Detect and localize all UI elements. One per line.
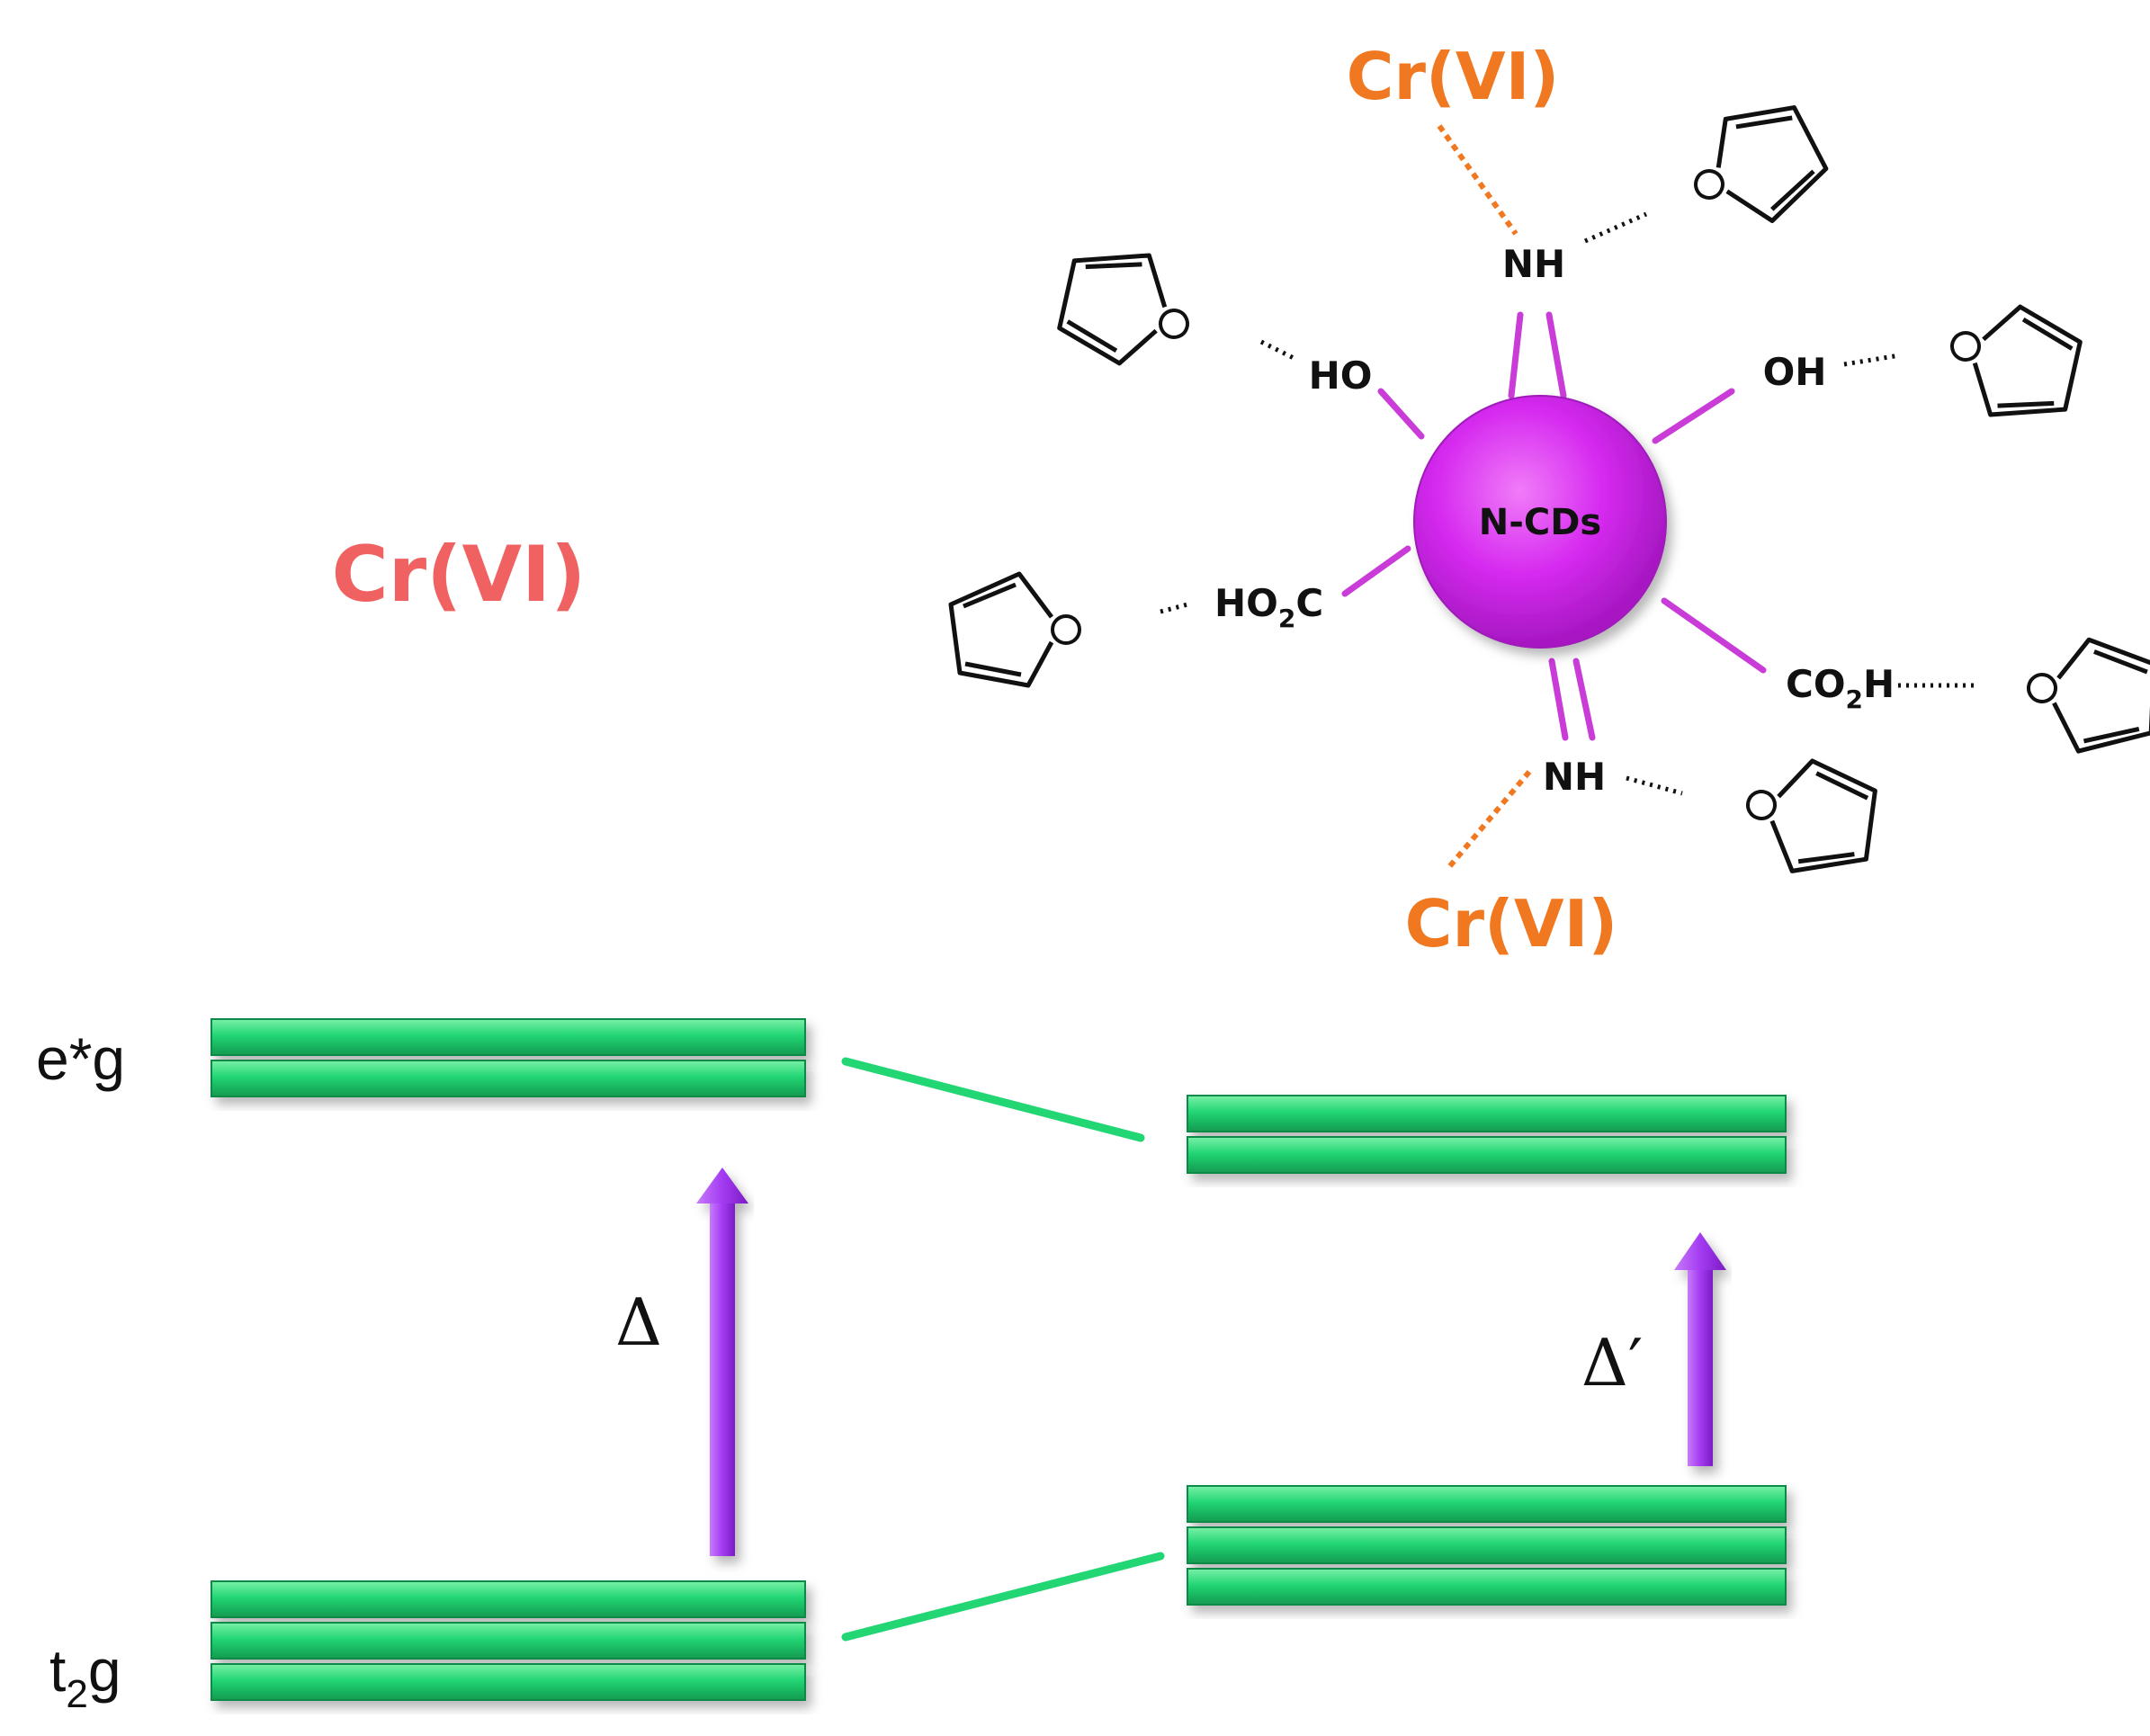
- cr-vi-bottom: Cr(VI): [1405, 886, 1618, 962]
- furan-ring-1: [1694, 105, 1829, 223]
- eg-left-level-2: [211, 1060, 806, 1097]
- t2g-right-level-3: [1187, 1568, 1787, 1606]
- t2g-main: t: [49, 1637, 66, 1704]
- ho2c-label: HO2C: [1214, 581, 1323, 633]
- eg-levels-right: [1187, 1095, 1787, 1174]
- connector-t2g: [841, 1552, 1165, 1642]
- t2g-left-level-3: [211, 1663, 806, 1701]
- co2h-sub: 2: [1846, 685, 1863, 714]
- eg-right-level-1: [1187, 1095, 1787, 1132]
- bond-oh-right: [1652, 388, 1735, 444]
- connector-eg: [841, 1057, 1145, 1142]
- hbond-nh-bottom: [1626, 775, 1683, 796]
- coord-cr-top: [1437, 124, 1518, 236]
- eg-left-level-1: [211, 1018, 806, 1056]
- ring-oxygen-2: [1159, 309, 1189, 339]
- furan-ring-4: [948, 571, 1081, 688]
- ring-oxygen-5: [2027, 673, 2057, 703]
- nh-bottom-label: NH: [1543, 755, 1606, 799]
- core-label: N-CDs: [1479, 502, 1601, 543]
- bond-nh-top-b: [1545, 311, 1567, 399]
- ring-oxygen-1: [1694, 169, 1724, 200]
- furan-ring-3: [1950, 304, 2083, 417]
- t2g-levels-right: [1187, 1485, 1787, 1606]
- delta-arrow: [696, 1168, 748, 1556]
- ho-left-label: HO: [1309, 353, 1373, 398]
- t2g-tail: g: [88, 1637, 121, 1704]
- hbond-oh-right: [1843, 353, 1901, 367]
- svg-text:CO2H: CO2H: [1786, 662, 1895, 714]
- ring-oxygen-3: [1950, 331, 1981, 362]
- ho2c-sub: 2: [1278, 604, 1295, 633]
- hbond-ho2c: [1160, 602, 1188, 614]
- co2h-label: CO2H: [1786, 662, 1895, 714]
- svg-text:HO2C: HO2C: [1214, 581, 1323, 633]
- furan-ring-5: [2027, 637, 2150, 754]
- delta-prime-arrow: [1674, 1232, 1726, 1466]
- t2g-right-level-2: [1187, 1526, 1787, 1564]
- eg-label: e*g: [36, 1025, 125, 1092]
- cr-vi-free: Cr(VI): [332, 530, 587, 620]
- delta-prime-arrow-head: [1674, 1232, 1726, 1270]
- eg-right-level-2: [1187, 1136, 1787, 1174]
- bond-ho-left: [1377, 388, 1425, 440]
- hbond-ho-left: [1259, 339, 1295, 361]
- delta-arrow-shaft: [710, 1192, 735, 1556]
- t2g-levels-left: [211, 1580, 806, 1701]
- coord-cr-bottom: [1446, 770, 1532, 870]
- furan-ring-2: [1057, 253, 1189, 366]
- ho2c-tail: C: [1295, 581, 1323, 625]
- ring-oxygen-6: [1746, 790, 1777, 820]
- t2g-label: t2g: [49, 1637, 121, 1716]
- delta-prime-label: Δ′: [1581, 1325, 1643, 1400]
- cr-vi-top: Cr(VI): [1347, 39, 1560, 114]
- delta-arrow-head: [696, 1168, 748, 1204]
- t2g-left-level-1: [211, 1580, 806, 1618]
- furan-ring-6: [1746, 758, 1877, 873]
- t2g-sub: 2: [66, 1672, 87, 1716]
- ho2c-main: HO: [1214, 581, 1278, 625]
- co2h-tail: H: [1863, 662, 1895, 706]
- nh-top-label: NH: [1502, 242, 1565, 286]
- n-cds-structure: N-CDs Cr(VI) Cr(VI) NH NH HO OH HO2C CO2…: [948, 39, 2150, 962]
- delta-prime-arrow-shaft: [1688, 1259, 1713, 1466]
- ring-oxygen-4: [1051, 614, 1081, 645]
- n-cds-core: [1413, 395, 1667, 649]
- bond-nh-bottom-b: [1572, 658, 1596, 741]
- delta-label: Δ: [615, 1284, 662, 1360]
- furan-rings: [948, 105, 2150, 873]
- t2g-right-level-1: [1187, 1485, 1787, 1523]
- oh-right-label: OH: [1763, 350, 1827, 394]
- bond-co2h: [1661, 597, 1767, 674]
- bond-nh-bottom-a: [1548, 658, 1569, 741]
- bond-ho2c: [1341, 545, 1411, 597]
- eg-levels-left: [211, 1018, 806, 1097]
- bond-nh-top-a: [1508, 311, 1524, 399]
- t2g-left-level-2: [211, 1622, 806, 1660]
- energy-levels: Δ Δ′ e*g t2g: [36, 1018, 1787, 1716]
- hbond-nh-top: [1583, 211, 1648, 244]
- core-bonds: [1341, 311, 1767, 741]
- co2h-main: CO: [1786, 662, 1846, 706]
